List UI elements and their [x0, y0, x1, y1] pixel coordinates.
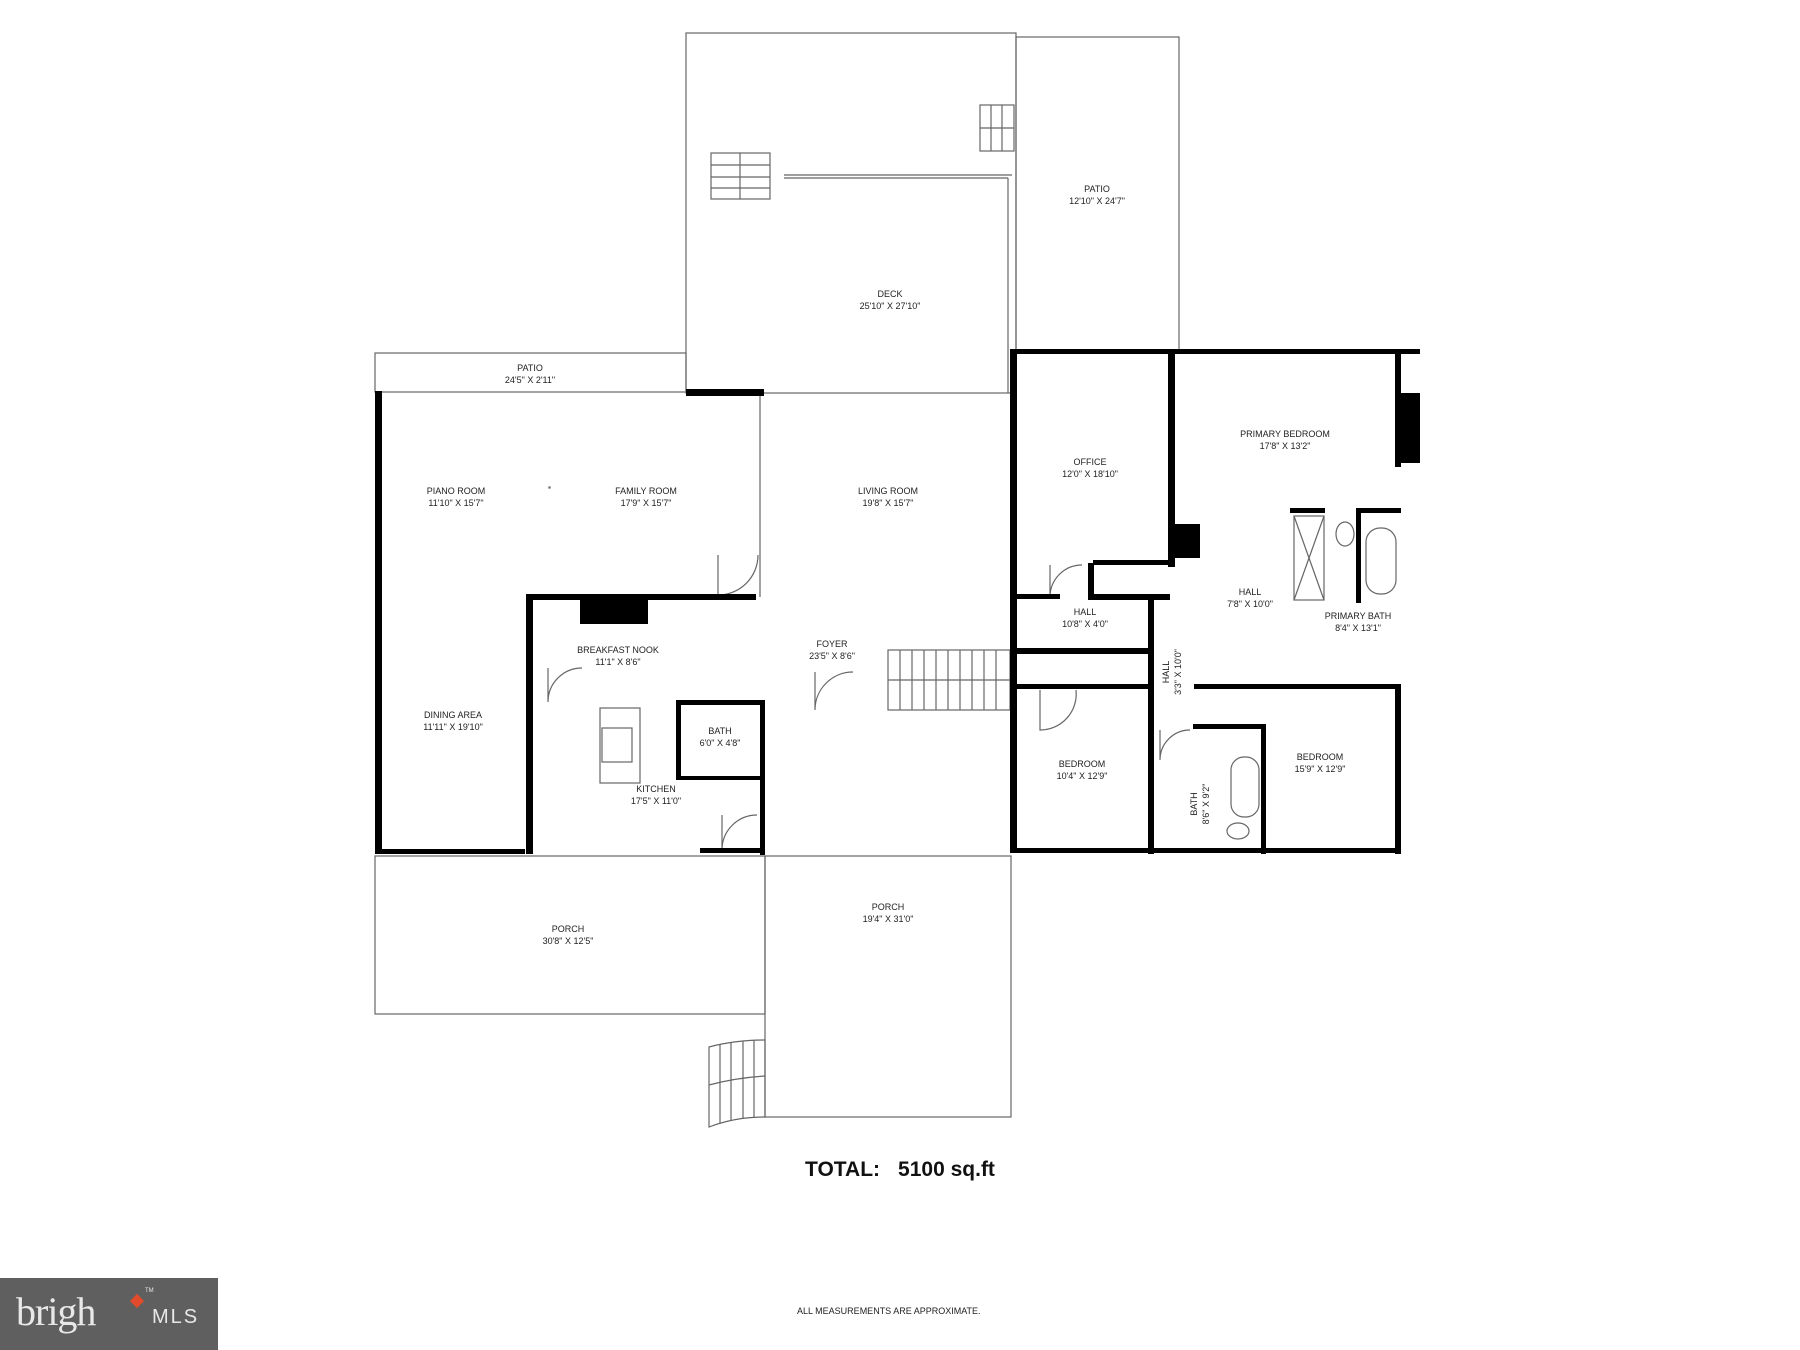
room-name: HALL — [1238, 587, 1262, 597]
toilet-icon — [1335, 521, 1355, 547]
bathtub-icon-2 — [1230, 756, 1260, 818]
kitchen-island — [599, 707, 641, 784]
shower-icon — [1293, 515, 1325, 601]
room-dims: 19'4" X 31'0" — [862, 914, 914, 924]
room-dims: 15'9" X 12'9" — [1294, 764, 1346, 774]
room-name: PRIMARY BATH — [1324, 611, 1392, 621]
room-name: FAMILY ROOM — [615, 486, 677, 496]
room-half-bath: BATH 6'0" X 4'8" — [700, 725, 741, 749]
room-dims: 24'5" X 2'11" — [504, 375, 556, 385]
room-dims: 7'8" X 10'0" — [1227, 599, 1273, 609]
room-dims: 6'0" X 4'8" — [699, 738, 741, 748]
room-dims: 30'8" X 12'5" — [542, 936, 594, 946]
logo-mls: MLS — [152, 1306, 200, 1328]
total-label: TOTAL: — [805, 1158, 881, 1181]
room-dims: 19'8" X 15'7" — [862, 498, 914, 508]
room-living-room: LIVING ROOM 19'8" X 15'7" — [858, 485, 918, 509]
room-name: DECK — [877, 289, 903, 299]
room-dims: 3'3" X 10'0" — [1173, 649, 1183, 695]
room-patio-east: PATIO 12'10" X 24'7" — [1069, 183, 1125, 207]
room-family-room: FAMILY ROOM 17'9" X 15'7" — [615, 485, 677, 509]
room-dims: 11'1" X 8'6" — [595, 657, 641, 667]
room-name: PORCH — [551, 924, 585, 934]
room-dining-area: DINING AREA 11'11" X 19'10" — [423, 709, 483, 733]
room-name: BREAKFAST NOOK — [577, 645, 659, 655]
room-deck: DECK 25'10" X 27'10" — [860, 288, 921, 312]
room-hall-primary: HALL 7'8" X 10'0" — [1227, 586, 1273, 610]
bathtub-icon — [1365, 527, 1397, 595]
room-name: PORCH — [871, 902, 905, 912]
door-swing — [717, 554, 759, 596]
room-name: BATH — [708, 726, 732, 736]
room-porch-west: PORCH 30'8" X 12'5" — [543, 923, 594, 947]
cooktop-icon — [601, 727, 633, 763]
logo-wordmark: brigh — [16, 1289, 96, 1334]
room-dims: 8'4" X 13'1" — [1335, 623, 1381, 633]
deck-outline — [685, 32, 1017, 394]
room-foyer: FOYER 23'5" X 8'6" — [809, 638, 855, 662]
room-patio-north: PATIO 24'5" X 2'11" — [505, 362, 555, 386]
room-kitchen: KITCHEN 17'5" X 11'0" — [631, 783, 681, 807]
room-dims: 10'4" X 12'9" — [1056, 771, 1108, 781]
room-name: OFFICE — [1073, 457, 1107, 467]
toilet-icon-2 — [1226, 822, 1250, 840]
room-dims: 8'6" X 9'2" — [1201, 783, 1211, 825]
room-hall-entry: HALL 10'8" X 4'0" — [1062, 606, 1108, 630]
room-name: LIVING ROOM — [857, 486, 919, 496]
deck-stairs — [710, 104, 1015, 200]
patio-north-outline — [374, 352, 687, 393]
room-bedroom-3: BEDROOM 15'9" X 12'9" — [1295, 751, 1346, 775]
room-porch-south: PORCH 19'4" X 31'0" — [863, 901, 914, 925]
foyer-stairs — [887, 649, 1011, 711]
room-name: BEDROOM — [1296, 752, 1344, 762]
room-dims: 17'5" X 11'0" — [630, 796, 682, 806]
room-dims: 17'8" X 13'2" — [1259, 441, 1311, 451]
room-name: PRIMARY BEDROOM — [1240, 429, 1330, 439]
room-name: HALL — [1073, 607, 1097, 617]
porch-south-outline — [764, 855, 1012, 1118]
porch-stairs — [708, 1039, 766, 1128]
room-primary-bedroom: PRIMARY BEDROOM 17'8" X 13'2" — [1240, 428, 1330, 452]
room-name: HALL — [1161, 660, 1171, 684]
room-name: PATIO — [1084, 184, 1110, 194]
room-dims: 11'10" X 15'7" — [428, 498, 484, 508]
room-name: PIANO ROOM — [426, 486, 486, 496]
room-dims: 23'5" X 8'6" — [809, 651, 855, 661]
room-name: FOYER — [816, 639, 848, 649]
room-dims: 12'10" X 24'7" — [1069, 196, 1125, 206]
room-office: OFFICE 12'0" X 18'10" — [1062, 456, 1118, 480]
room-dims: 11'11" X 19'10" — [423, 722, 483, 732]
room-name: PATIO — [517, 363, 543, 373]
total-value: 5100 sq.ft — [898, 1158, 995, 1181]
room-name: BEDROOM — [1058, 759, 1106, 769]
room-breakfast-nook: BREAKFAST NOOK 11'1" X 8'6" — [577, 644, 659, 668]
room-name: KITCHEN — [636, 784, 676, 794]
room-piano-room: PIANO ROOM 11'10" X 15'7" — [427, 485, 486, 509]
total-area: TOTAL: 5100 sq.ft — [805, 1158, 995, 1182]
room-dims: 25'10" X 27'10" — [859, 301, 921, 311]
room-primary-bath: PRIMARY BATH 8'4" X 13'1" — [1325, 610, 1392, 634]
walls — [375, 349, 1420, 855]
room-dims: 10'8" X 4'0" — [1062, 619, 1108, 629]
spark-icon — [129, 1293, 145, 1309]
logo-tm: TM — [145, 1288, 154, 1294]
room-name: DINING AREA — [423, 710, 483, 720]
room-dims: 12'0" X 18'10" — [1062, 469, 1118, 479]
room-dims: 17'9" X 15'7" — [620, 498, 672, 508]
bright-mls-logo: brigh TM MLS — [0, 1278, 218, 1350]
room-bedroom-2: BEDROOM 10'4" X 12'9" — [1057, 758, 1108, 782]
disclaimer: ALL MEASUREMENTS ARE APPROXIMATE. — [797, 1306, 981, 1316]
room-name: BATH — [1189, 792, 1199, 816]
